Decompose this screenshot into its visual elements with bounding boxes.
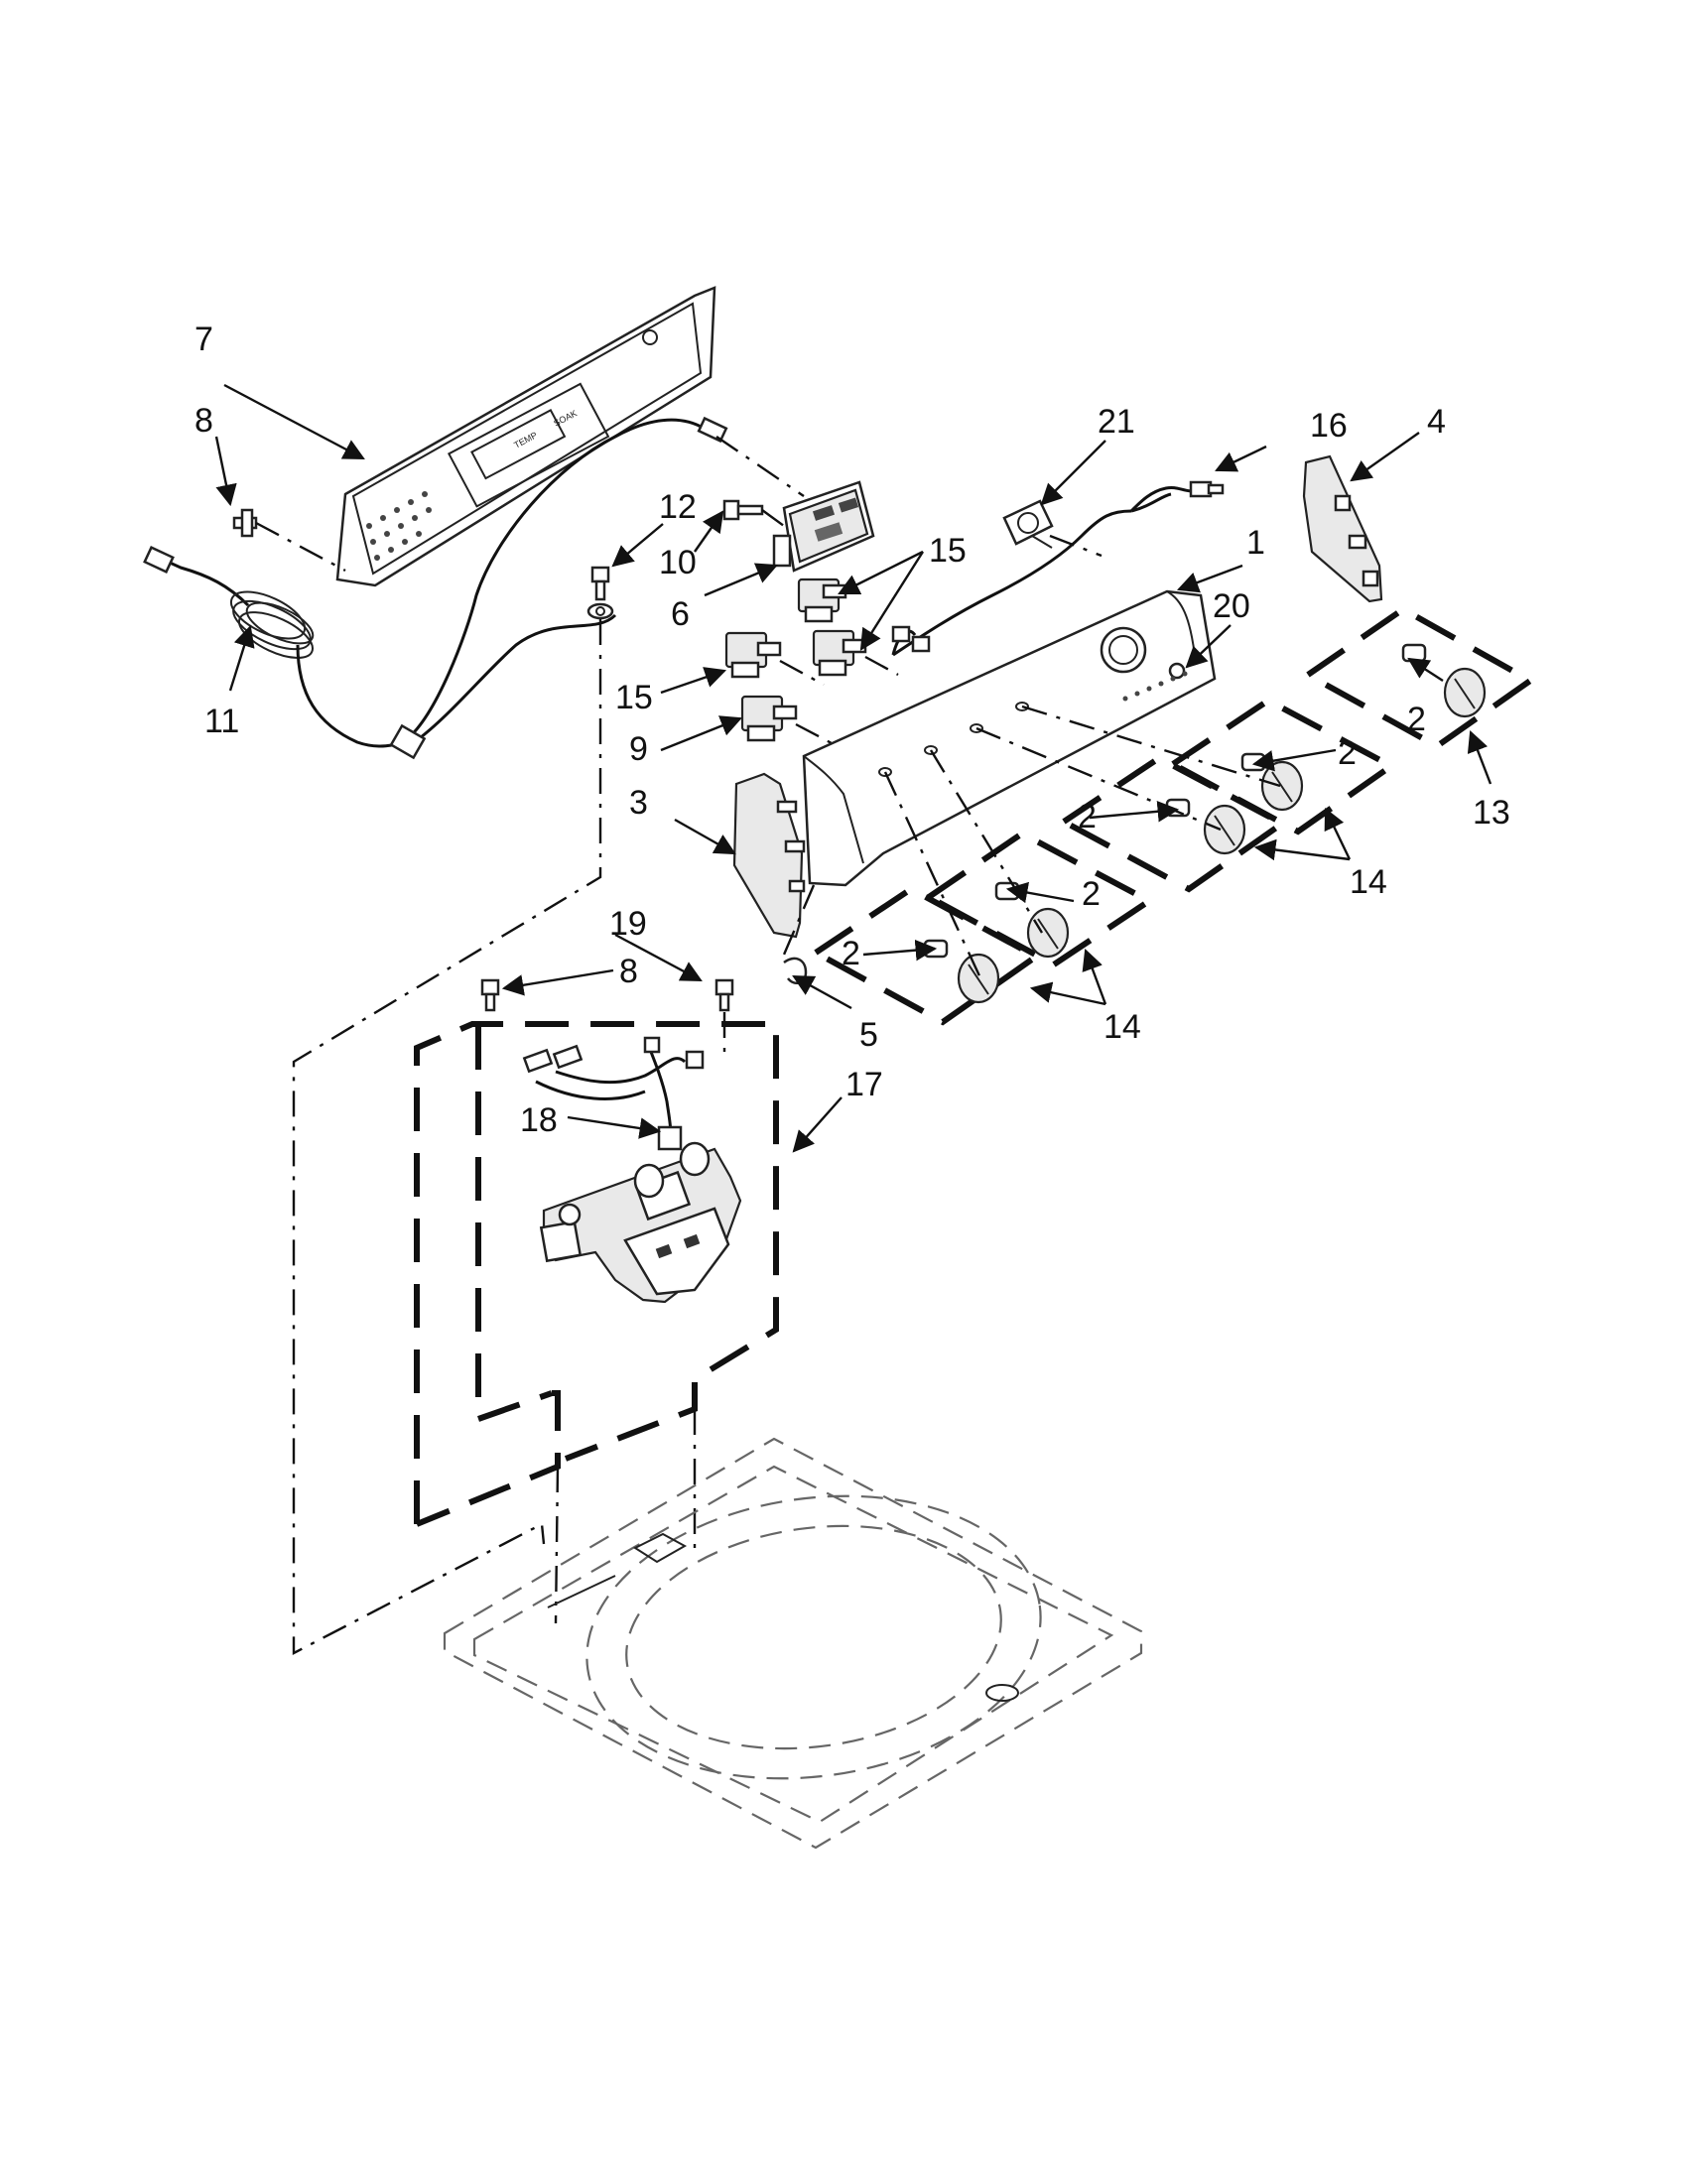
callout-20: 20 [1213,587,1250,625]
callout-8-lower: 8 [619,953,638,990]
selector-switch-lower [740,695,798,742]
knob-kit-box-14b [1058,754,1288,893]
callout-11: 11 [204,703,239,740]
console-end-cap-left [732,772,806,939]
washer-top-base [443,1437,1143,1850]
callout-5: 5 [859,1016,878,1054]
ground-screw [586,566,614,620]
callout-6: 6 [671,595,690,633]
assembly-lines [292,619,697,1655]
callout-18: 18 [520,1101,558,1139]
lid-switch [1002,499,1054,549]
callout-4: 4 [1427,403,1446,441]
knob-14b [1165,798,1246,855]
callout-15-left: 15 [615,679,653,716]
callout-19: 19 [609,905,647,943]
knob-13 [1401,643,1487,718]
callout-8-upper: 8 [195,402,213,440]
power-cord [143,416,728,760]
callout-13: 13 [1473,794,1510,832]
electronic-control-board [772,480,875,573]
callout-14-right: 14 [1350,863,1387,901]
callout-2-knob14b: 2 [1078,798,1097,835]
rear-console-panel: TEMP SOAK [335,286,716,587]
callout-12: 12 [659,488,697,526]
callout-15-upper: 15 [929,532,967,570]
callout-2-knob14d: 2 [842,935,860,972]
selector-switch-middle [812,629,867,677]
callout-9: 9 [629,730,648,768]
alignment-lines [782,705,1281,983]
leader-arrows [214,383,1492,1153]
callout-2-knob14c: 2 [1082,875,1101,913]
knob-kit-box-13 [1302,605,1536,750]
water-inlet-valve [539,1141,742,1304]
callout-1: 1 [1246,524,1265,562]
wire-harness [891,480,1225,657]
callout-10: 10 [659,544,697,581]
callout-17: 17 [845,1066,883,1103]
callout-labels: 7 8 12 10 6 11 15 15 9 3 21 16 4 1 20 2 … [195,321,1510,1139]
valve-screw-19 [714,978,734,1012]
knob-kit-box-14d [810,885,1042,1026]
retaining-clip [783,957,808,985]
selector-switch-upper [797,578,847,623]
callout-2-knob13: 2 [1407,701,1426,738]
valve-screw-8 [480,978,500,1012]
callout-21: 21 [1098,403,1135,441]
water-valve-group [414,1021,779,1527]
console-end-cap-right [1302,454,1383,603]
control-console [802,589,1217,887]
knob-14d [923,939,1000,1004]
valve-wire-harness [522,1036,705,1151]
callout-2-knob14a: 2 [1338,734,1357,772]
panel-screw-upper [232,508,258,538]
selector-switch-left [724,631,782,679]
callout-3: 3 [629,784,648,822]
callout-14-lower: 14 [1103,1008,1141,1046]
callout-16: 16 [1310,407,1348,445]
knob-14a [1240,752,1304,812]
callout-7: 7 [195,321,213,358]
control-screw [722,499,764,521]
